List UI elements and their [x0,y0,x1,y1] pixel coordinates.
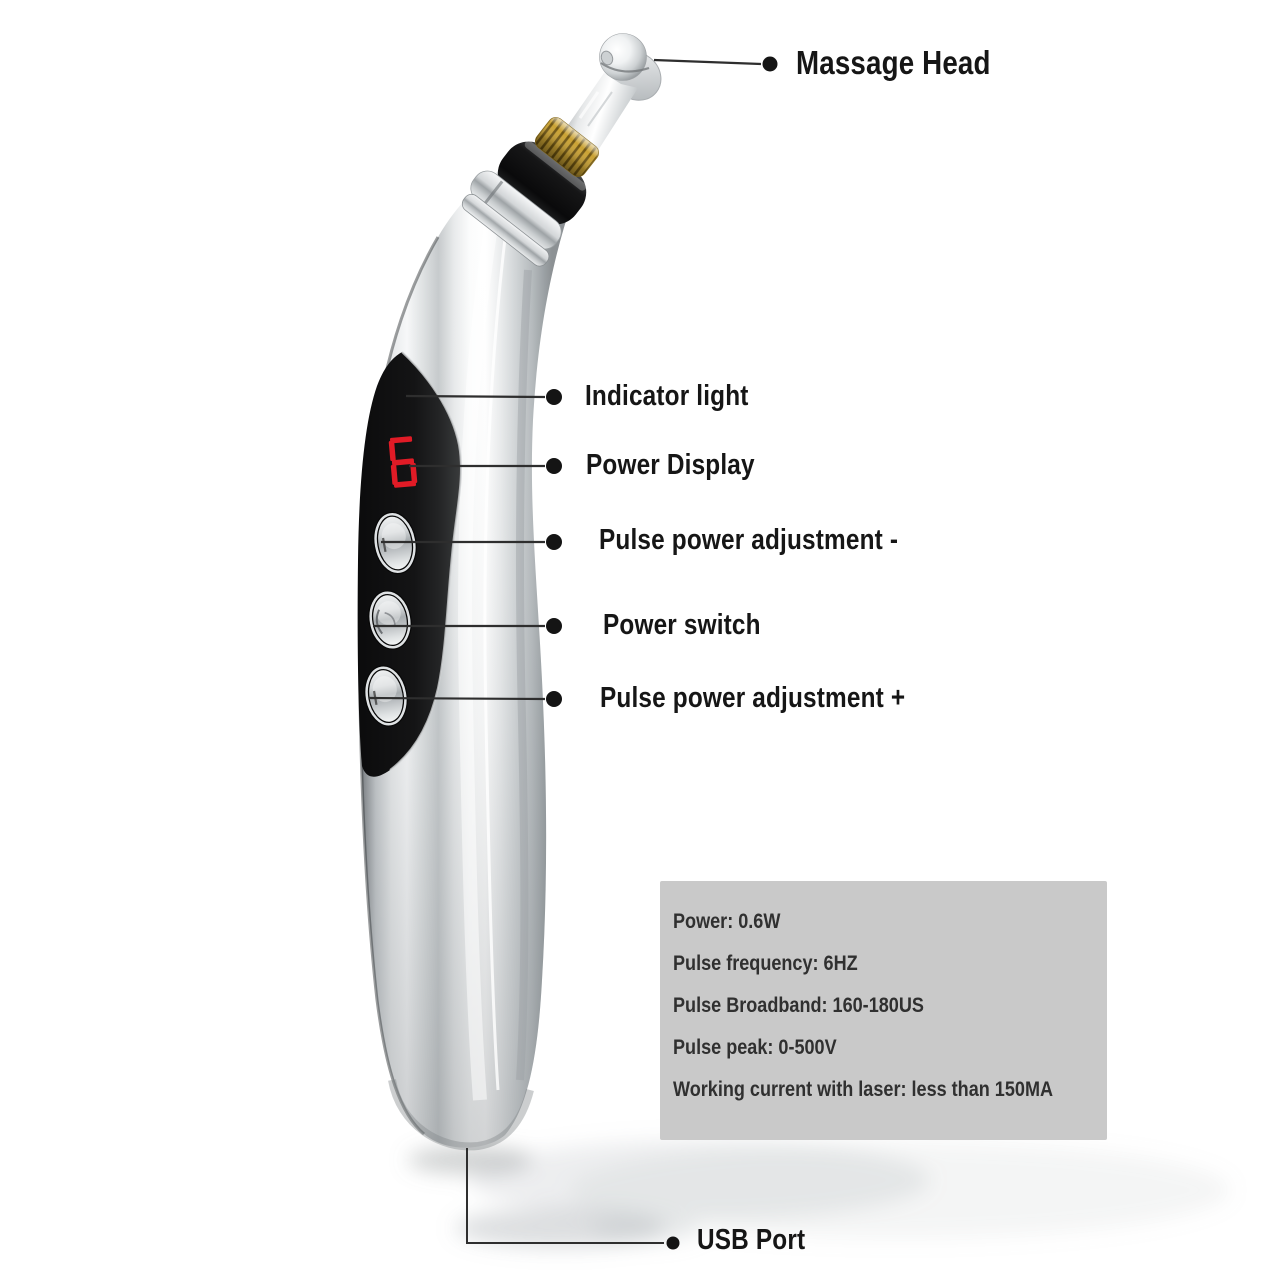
spec-line-pulse-frequency: Pulse frequency: 6HZ [673,952,858,975]
callout-label-pulse-plus: Pulse power adjustment + [600,681,906,714]
gold-knurled-ring [535,117,599,177]
callout-lines [368,58,762,1244]
spec-box: Power: 0.6W Pulse frequency: 6HZ Pulse B… [660,881,1107,1140]
spec-line-pulse-peak: Pulse peak: 0-500V [673,1036,837,1059]
callout-dot-usb-port [666,1236,680,1250]
callout-label-pulse-minus: Pulse power adjustment - [599,523,899,556]
callout-line-pulse-plus [368,696,546,701]
callout-dot-power-switch [546,618,562,634]
spec-line-power: Power: 0.6W [673,910,781,933]
power-switch-button [368,590,412,650]
callout-dot-massage-head [762,56,778,72]
callout-dot-indicator-light [546,389,562,405]
callout-dot-pulse-minus [546,534,562,550]
callout-dot-power-display [546,458,562,474]
callout-label-usb-port: USB Port [697,1223,806,1256]
callout-line-usb-port [466,1148,664,1244]
spec-line-working-current: Working current with laser: less than 15… [673,1078,1054,1101]
callout-label-power-switch: Power switch [603,608,761,641]
callout-label-indicator-light: Indicator light [585,379,749,412]
pen-neck [566,73,638,152]
callout-dots [546,56,778,1250]
spec-line-pulse-broadband: Pulse Broadband: 160-180US [673,994,924,1017]
callout-line-massage-head [653,58,762,66]
floor-shadows [408,1140,1230,1248]
pulse-plus-button [364,665,408,727]
silver-clip-ring [461,170,562,267]
led-power-display [388,436,418,488]
callout-label-power-display: Power Display [586,448,755,481]
callout-dot-pulse-plus [546,691,562,707]
callout-line-indicator-light [405,394,546,399]
callout-label-massage-head: Massage Head [796,44,991,82]
